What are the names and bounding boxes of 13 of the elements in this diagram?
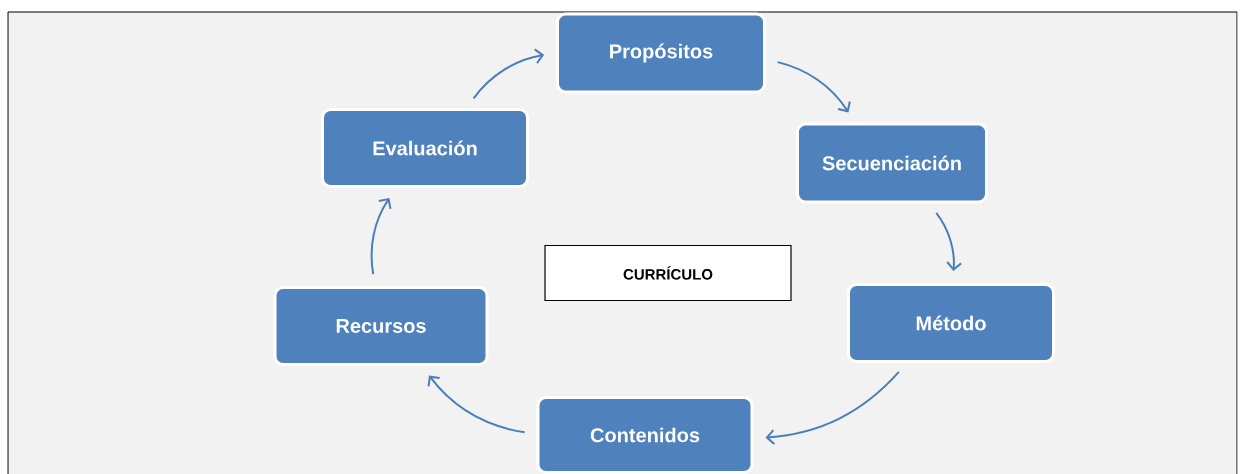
- arrow: [935, 211, 963, 272]
- process-box: Evaluación: [321, 108, 529, 188]
- process-box: Secuenciación: [796, 122, 988, 204]
- arrow: [472, 48, 545, 100]
- arrow: [370, 197, 392, 276]
- process-box: Método: [847, 283, 1055, 363]
- process-box: Recursos: [273, 286, 489, 366]
- process-box: Contenidos: [536, 396, 754, 474]
- process-box: Propósitos: [556, 12, 766, 94]
- arrow: [776, 61, 851, 113]
- arrow: [765, 370, 900, 446]
- title-box: CURRÍCULO: [544, 244, 792, 302]
- arrow: [427, 375, 526, 434]
